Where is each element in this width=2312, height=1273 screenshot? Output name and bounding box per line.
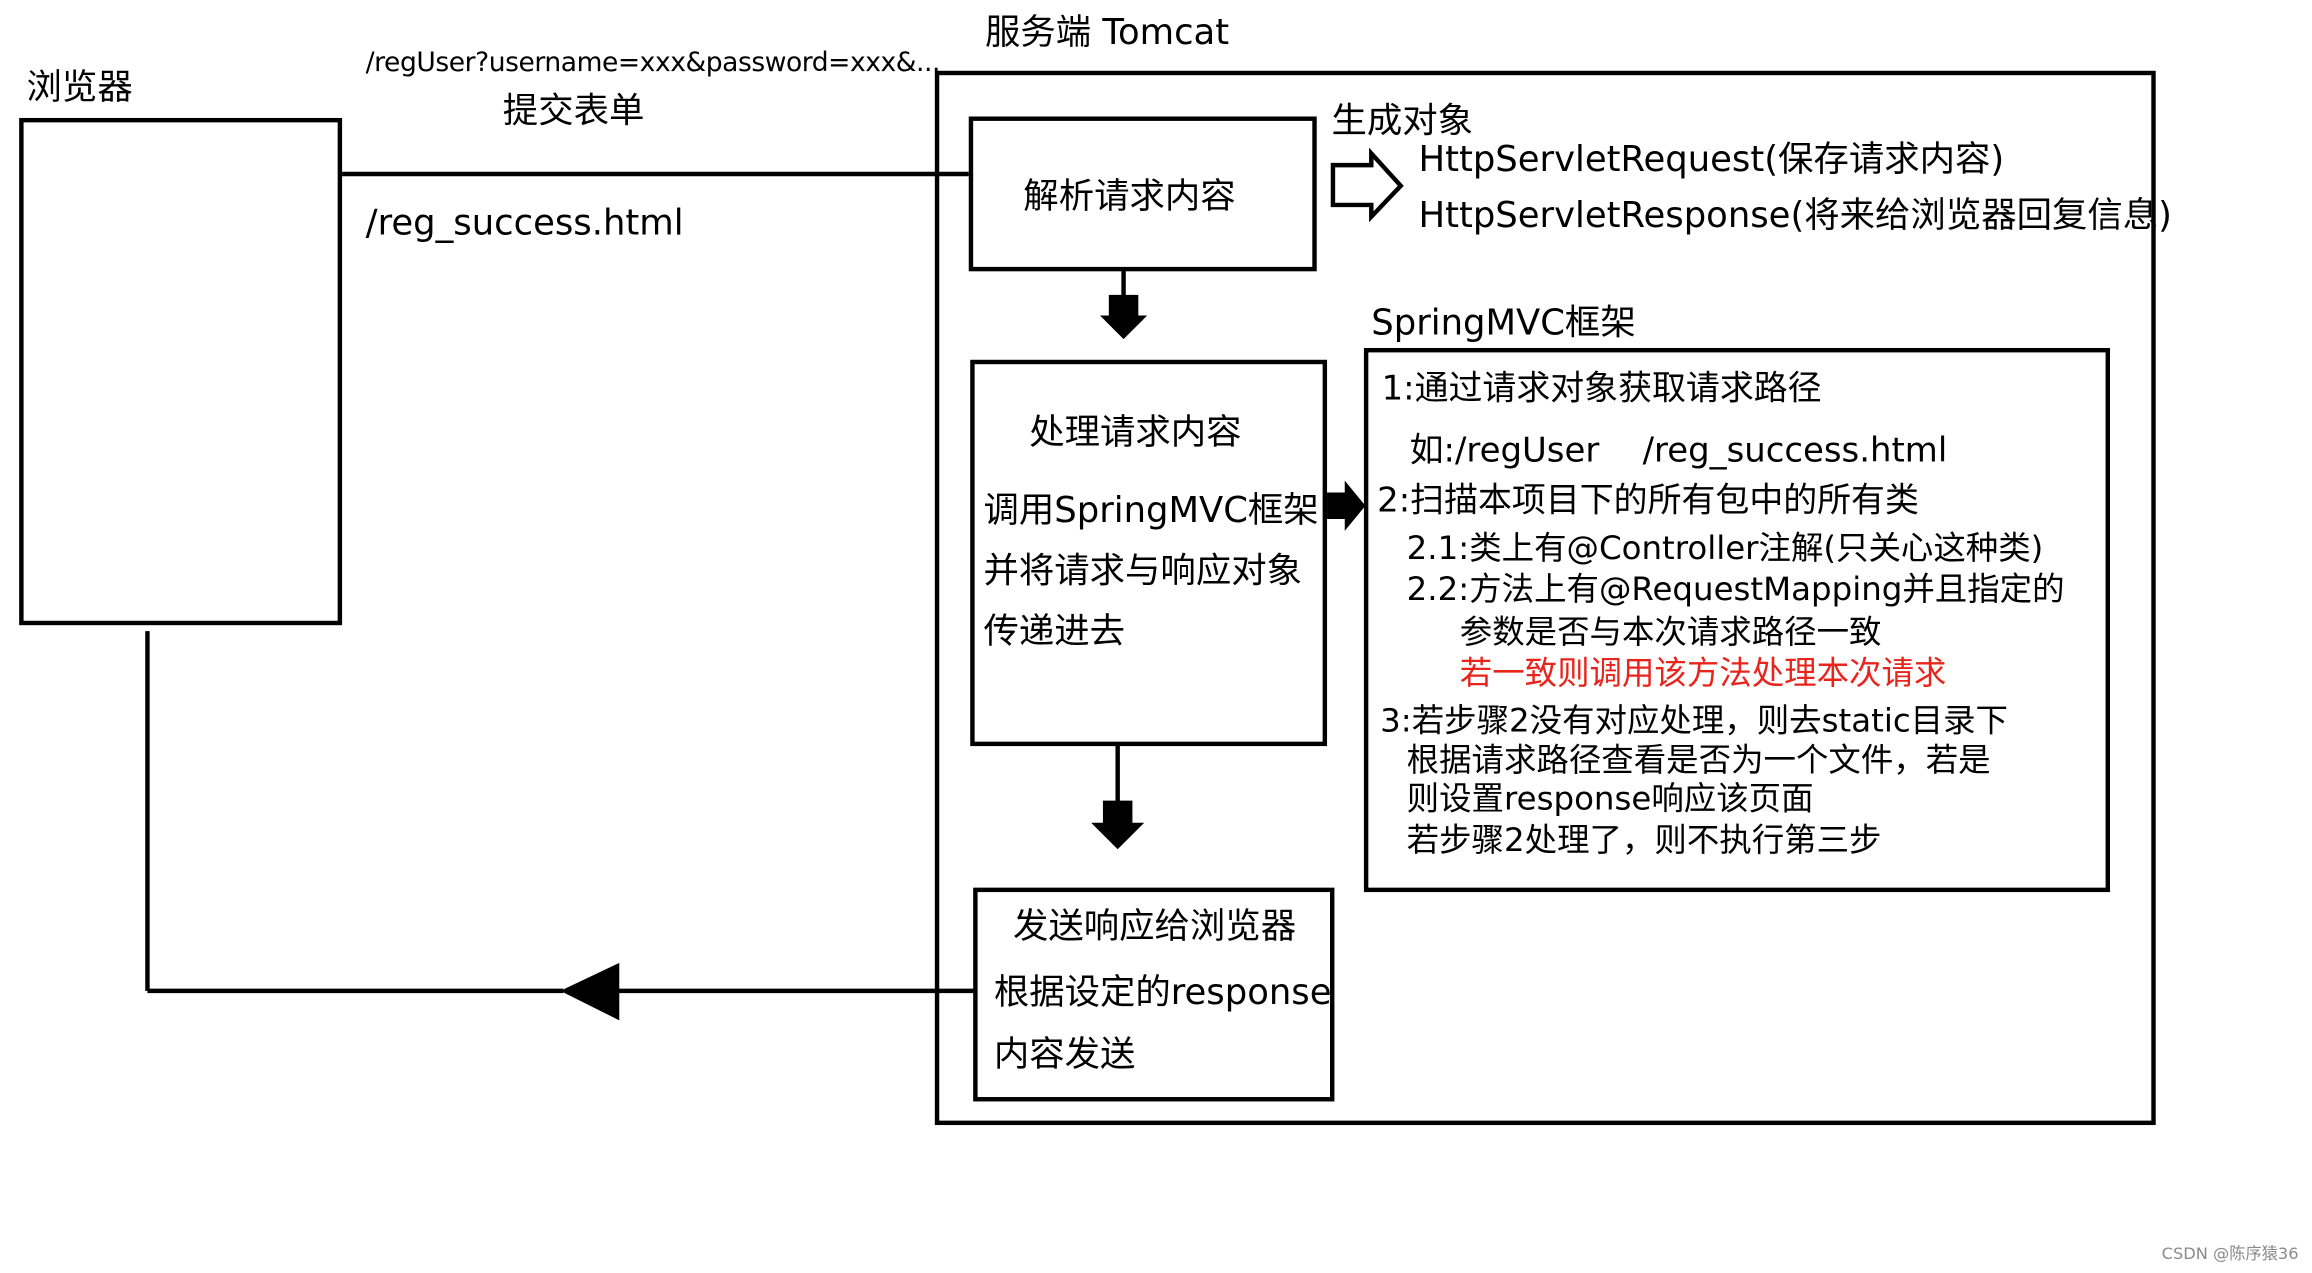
parse-to-process-arrow <box>1099 294 1148 340</box>
process-box-line1: 调用SpringMVC框架 <box>983 489 1319 531</box>
request-url: /regUser?username=xxx&password=xxx&... <box>365 47 941 79</box>
springmvc-step2: 2:扫描本项目下的所有包中的所有类 <box>1377 482 1919 521</box>
springmvc-step3d: 若步骤2处理了，则不执行第三步 <box>1406 822 1882 860</box>
response-arrow-head <box>560 962 620 1021</box>
send-box-line2: 内容发送 <box>993 1033 1136 1075</box>
process-box-title: 处理请求内容 <box>1029 411 1242 453</box>
process-to-springmvc-arrow <box>1327 480 1366 531</box>
browser-label: 浏览器 <box>26 66 133 108</box>
browser-box <box>19 117 343 626</box>
response-object-label: HttpServletResponse(将来给浏览器回复信息) <box>1418 194 2172 236</box>
process-box <box>970 359 1328 747</box>
springmvc-step2-2c: 若一致则调用该方法处理本次请求 <box>1459 656 1947 694</box>
springmvc-step3b: 根据请求路径查看是否为一个文件，若是 <box>1406 743 1991 781</box>
springmvc-step1-example-b: /reg_success.html <box>1642 432 1948 471</box>
springmvc-step2-2a: 2.2:方法上有@RequestMapping并且指定的 <box>1406 572 2065 609</box>
parse-box-label: 解析请求内容 <box>1023 175 1236 217</box>
process-box-line3: 传递进去 <box>983 610 1126 652</box>
springmvc-step1: 1:通过请求对象获取请求路径 <box>1381 370 1822 409</box>
request-object-label: HttpServletRequest(保存请求内容) <box>1418 138 2005 180</box>
springmvc-box <box>1363 347 2111 893</box>
response-page-path: /reg_success.html <box>365 202 684 244</box>
springmvc-step3a: 3:若步骤2没有对应处理，则去static目录下 <box>1380 703 2008 741</box>
server-label: 服务端 Tomcat <box>984 11 1230 54</box>
send-box-line1: 根据设定的response <box>993 971 1332 1013</box>
process-to-send-arrow <box>1091 800 1145 850</box>
send-box <box>973 887 1335 1102</box>
parse-box <box>968 116 1317 272</box>
springmvc-heading: SpringMVC框架 <box>1371 302 1636 344</box>
springmvc-step1-example-a: 如:/regUser <box>1409 432 1600 471</box>
springmvc-step3c: 则设置response响应该页面 <box>1406 781 1814 819</box>
generate-objects-arrow <box>1330 147 1404 223</box>
send-box-title: 发送响应给浏览器 <box>1012 905 1297 947</box>
watermark: CSDN @陈序猿36 <box>2161 1244 2299 1264</box>
server-box <box>934 70 2156 1126</box>
request-label: 提交表单 <box>502 89 645 132</box>
springmvc-step2-2b: 参数是否与本次请求路径一致 <box>1459 614 1882 652</box>
process-box-line2: 并将请求与响应对象 <box>983 549 1302 592</box>
objects-heading: 生成对象 <box>1331 100 1474 142</box>
springmvc-step2-1: 2.1:类上有@Controller注解(只关心这种类) <box>1406 530 2044 568</box>
